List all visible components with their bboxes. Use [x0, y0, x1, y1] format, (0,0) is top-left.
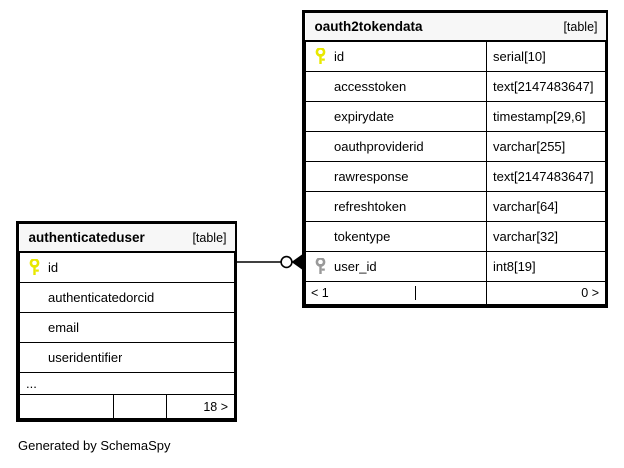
column-type: text[2147483647] [493, 78, 594, 94]
table-row[interactable]: accesstoken text[2147483647] [305, 71, 607, 102]
column-type: serial[10] [493, 48, 546, 64]
entity-header-cell: oauth2tokendata [table] [305, 13, 606, 42]
column-name-cell: oauthproviderid [305, 131, 487, 162]
more-columns-cell: ... [19, 372, 235, 395]
entity-header: authenticateduser [table] [19, 224, 235, 253]
key-icon [306, 48, 334, 65]
entity-footer-right-cell: 0 > [485, 281, 607, 305]
entity-oauth2tokendata-table: oauth2tokendata [table] [305, 13, 607, 305]
column-name-cell: accesstoken [305, 71, 487, 102]
parent-relation-count: < 1 [311, 286, 329, 300]
column-name: accesstoken [334, 79, 407, 94]
column-name: id [48, 260, 59, 275]
column-name: id [334, 49, 345, 64]
table-row[interactable]: expirydate timestamp[29,6] [305, 101, 607, 132]
table-row[interactable]: oauthproviderid varchar[255] [305, 131, 607, 162]
column-name: authenticatedorcid [48, 290, 155, 305]
entity-header-cell: authenticateduser [table] [19, 224, 235, 253]
table-row[interactable]: tokentype varchar[32] [305, 221, 607, 252]
table-row[interactable]: id [19, 251, 235, 283]
column-type: varchar[64] [493, 198, 559, 214]
crowsfoot-many-marker [291, 254, 302, 270]
entity-header: oauth2tokendata [table] [305, 13, 606, 42]
table-row[interactable]: authenticatedorcid [19, 282, 235, 313]
entity-authenticateduser-table: authenticateduser [table] [19, 224, 235, 419]
table-row[interactable]: email [19, 312, 235, 343]
column-type-cell: text[2147483647] [485, 71, 607, 102]
column-name: expirydate [334, 109, 394, 124]
entity-footer-middle [415, 286, 486, 300]
column-name-cell: useridentifier [19, 342, 235, 373]
column-type-cell: int8[19] [485, 251, 607, 282]
column-name: rawresponse [334, 169, 409, 184]
column-type: int8[19] [493, 258, 536, 274]
column-name-cell: authenticatedorcid [19, 282, 235, 313]
column-type-cell: varchar[64] [485, 191, 607, 222]
column-name: useridentifier [48, 350, 123, 365]
entity-kind-label: [table] [563, 19, 598, 34]
column-name-cell: user_id [305, 251, 487, 282]
table-row[interactable]: rawresponse text[2147483647] [305, 161, 607, 192]
column-type: timestamp[29,6] [493, 108, 586, 124]
entity-footer-left-cell: < 1 [305, 281, 487, 305]
column-name-cell: email [19, 312, 235, 343]
ellipsis-indicator: ... [26, 375, 37, 391]
entity-oauth2tokendata[interactable]: oauth2tokendata [table] [302, 10, 608, 308]
column-name-cell: expirydate [305, 101, 487, 132]
column-name: oauthproviderid [334, 139, 424, 154]
column-type-cell: timestamp[29,6] [485, 101, 607, 132]
column-name-cell: tokentype [305, 221, 487, 252]
table-row[interactable]: refreshtoken varchar[64] [305, 191, 607, 222]
table-row[interactable]: user_id int8[19] [305, 251, 607, 282]
column-type: varchar[32] [493, 228, 559, 244]
column-name-cell: refreshtoken [305, 191, 487, 222]
entity-title: authenticateduser [28, 230, 145, 245]
entity-kind-label: [table] [192, 230, 227, 245]
key-icon [306, 258, 334, 275]
column-type-cell: varchar[32] [485, 221, 607, 252]
entity-footer: 18 > [19, 394, 235, 419]
entity-footer: < 1 0 > [305, 281, 607, 305]
entity-footer-middle [113, 395, 167, 418]
entity-title: oauth2tokendata [314, 19, 423, 34]
table-row[interactable]: id serial[10] [305, 40, 607, 72]
key-icon [20, 259, 48, 276]
column-name-cell: rawresponse [305, 161, 487, 192]
column-name-cell: id [19, 251, 235, 283]
child-relation-count: 18 > [203, 399, 228, 414]
column-type-cell: serial[10] [485, 40, 607, 72]
column-name: refreshtoken [334, 199, 407, 214]
column-type: varchar[255] [493, 138, 566, 154]
generated-by-caption: Generated by SchemaSpy [18, 438, 171, 453]
table-row[interactable]: useridentifier [19, 342, 235, 373]
column-name-cell: id [305, 40, 487, 72]
column-type-cell: varchar[255] [485, 131, 607, 162]
zero-cardinality-circle [280, 255, 293, 269]
column-name: tokentype [334, 229, 391, 244]
entity-footer-cell: 18 > [19, 394, 235, 419]
child-relation-count: 0 > [581, 286, 600, 300]
column-name: user_id [334, 259, 377, 274]
column-type: text[2147483647] [493, 168, 594, 184]
column-name: email [48, 320, 80, 335]
entity-authenticateduser[interactable]: authenticateduser [table] [16, 221, 237, 422]
column-type-cell: text[2147483647] [485, 161, 607, 192]
more-columns-row: ... [19, 372, 235, 395]
